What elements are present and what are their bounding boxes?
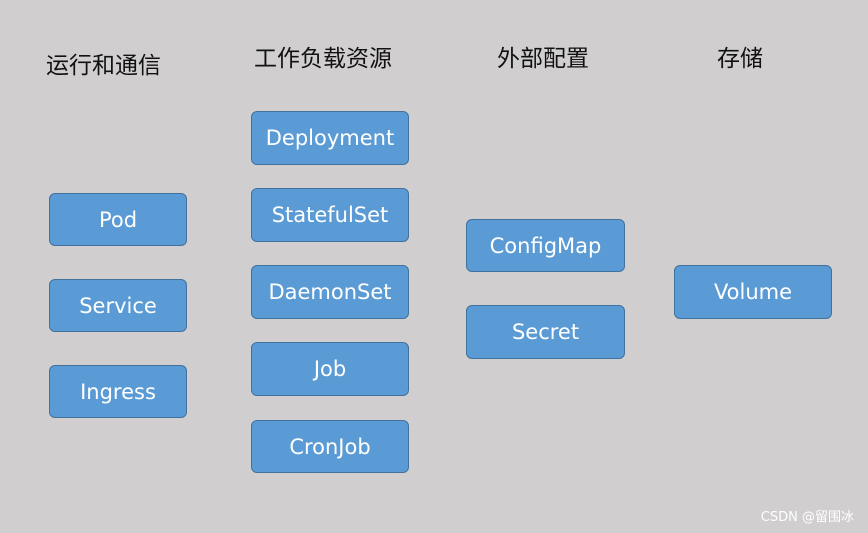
watermark: CSDN @留围冰 (760, 510, 854, 525)
box-ingress: Ingress (49, 365, 187, 418)
box-pod: Pod (49, 193, 187, 246)
box-secret: Secret (466, 305, 625, 359)
heading-storage: 存储 (717, 46, 763, 72)
box-cronjob: CronJob (251, 420, 409, 473)
box-deployment: Deployment (251, 111, 409, 165)
box-volume: Volume (674, 265, 832, 319)
box-statefulset: StatefulSet (251, 188, 409, 242)
box-daemonset: DaemonSet (251, 265, 409, 319)
heading-config: 外部配置 (497, 46, 589, 72)
box-service: Service (49, 279, 187, 332)
heading-workloads: 工作负载资源 (254, 46, 392, 72)
box-job: Job (251, 342, 409, 396)
box-configmap: ConfigMap (466, 219, 625, 272)
heading-runtime: 运行和通信 (46, 53, 161, 79)
